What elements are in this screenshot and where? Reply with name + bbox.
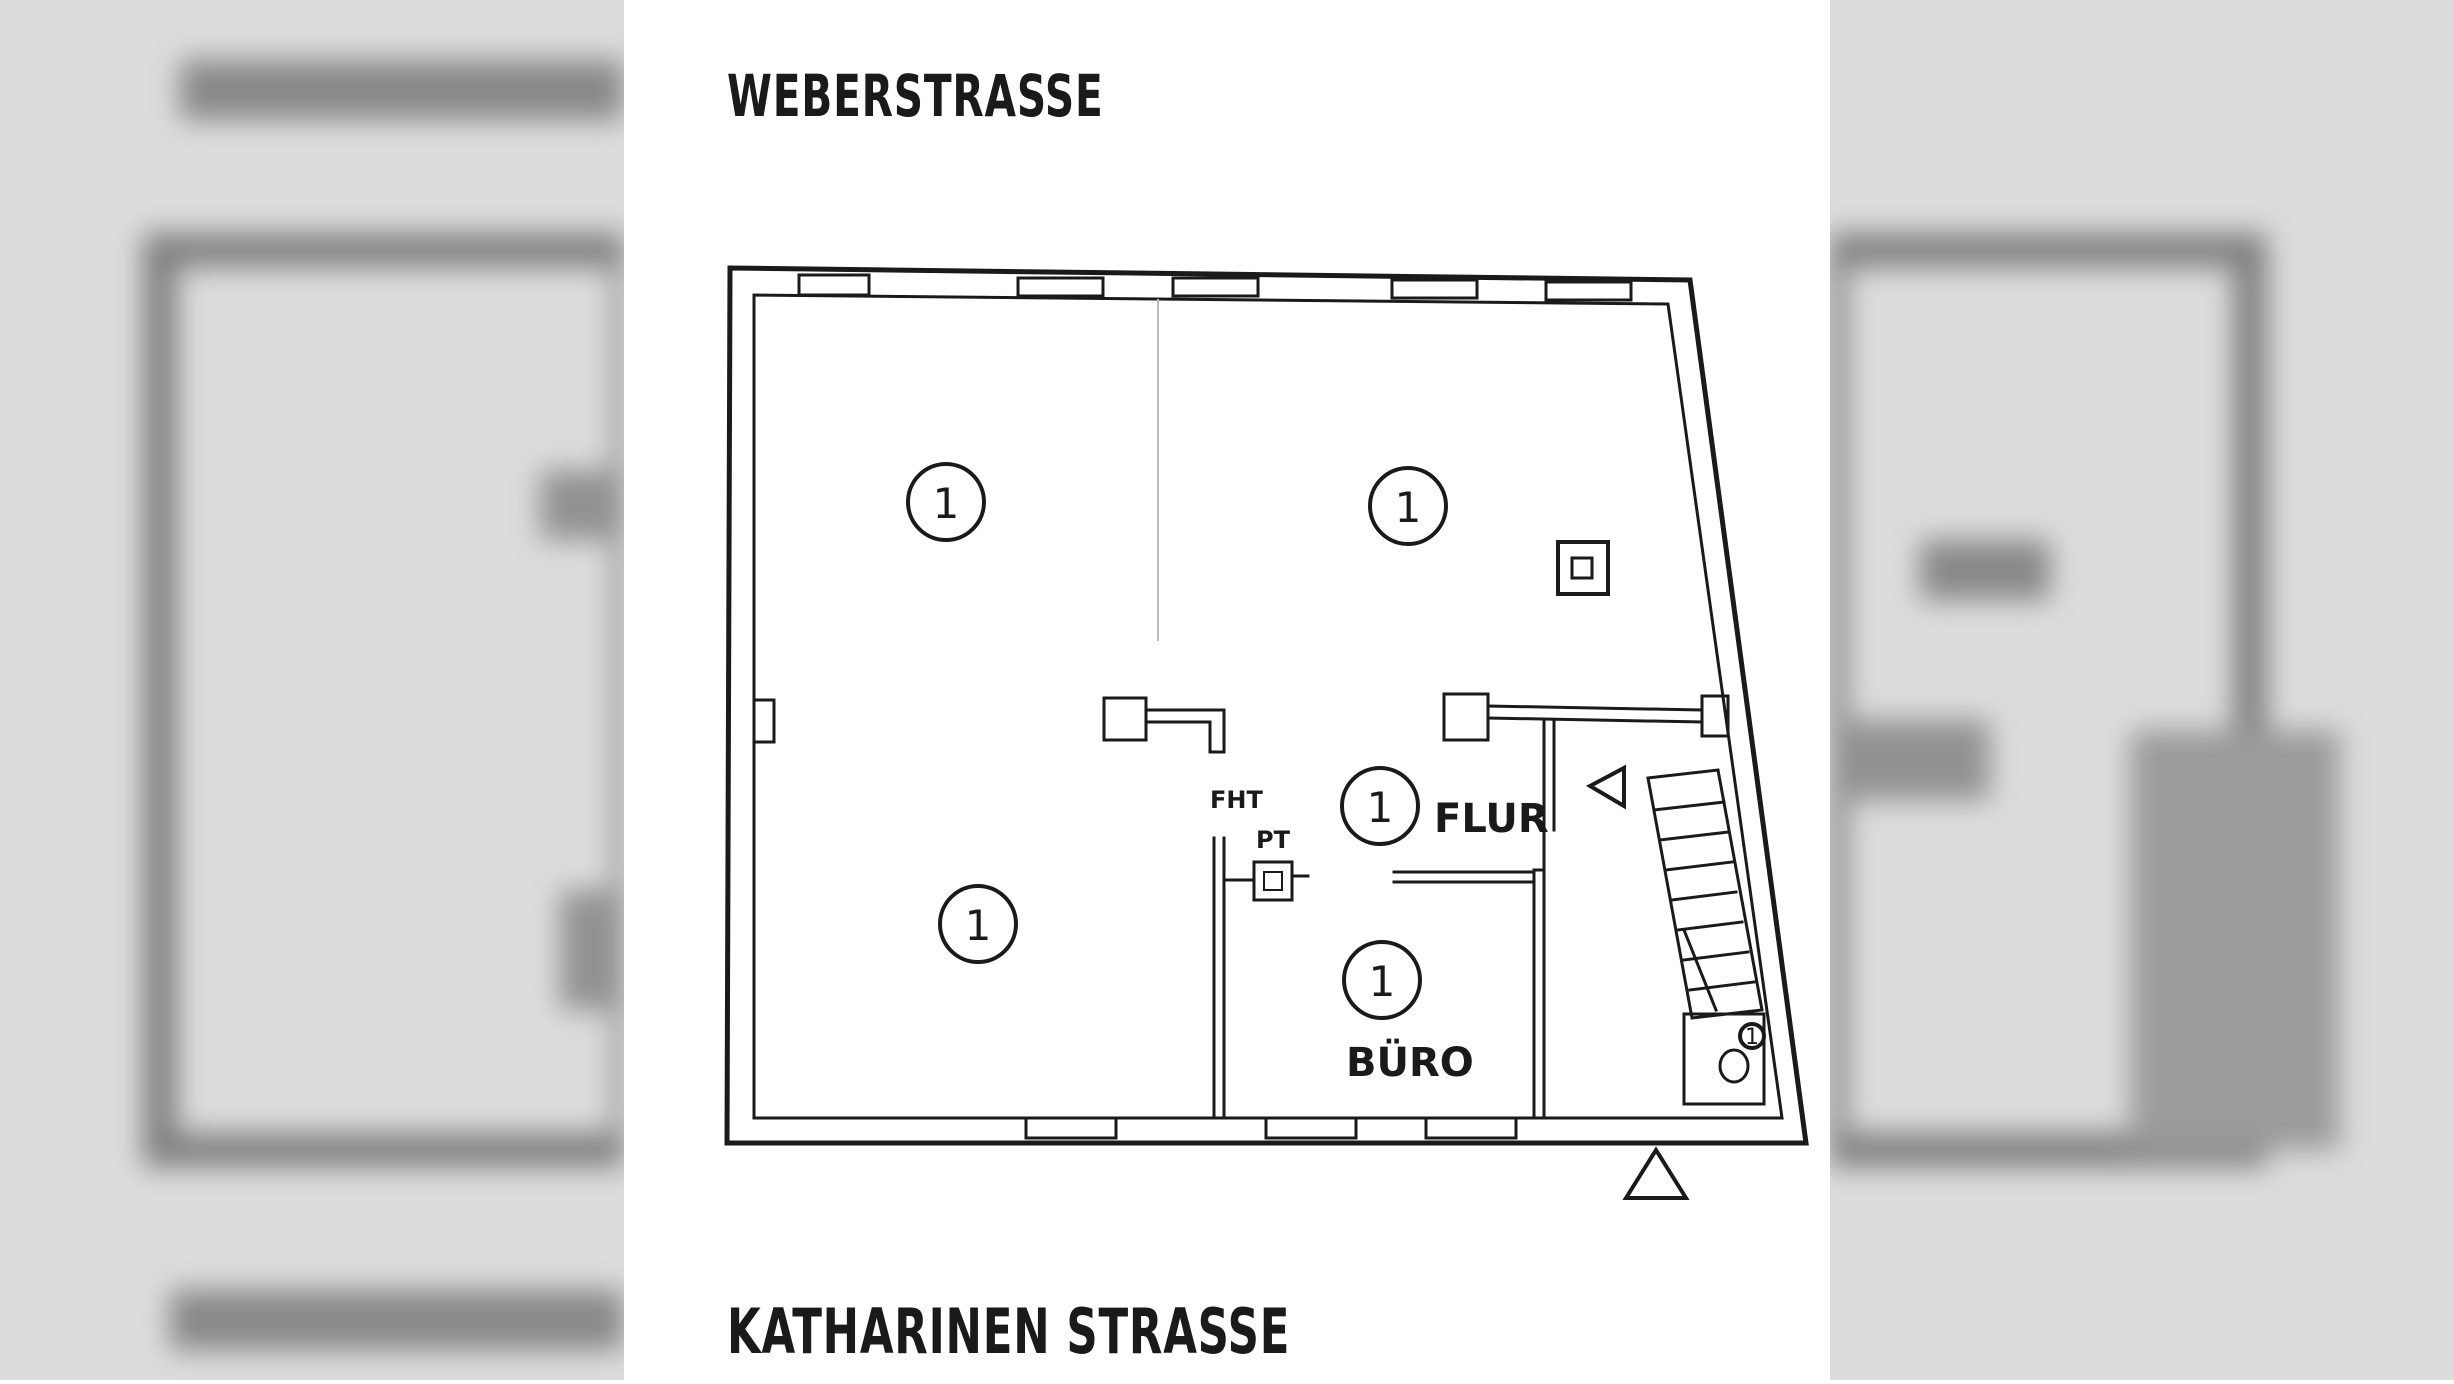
floor-plan-panel: WEBERSTRASSE xyxy=(624,0,1830,1380)
street-label-bottom: KATHARINEN STRASSE xyxy=(727,1295,1291,1368)
street-label-top: WEBERSTRASSE xyxy=(727,62,1104,130)
buero-label: BÜRO xyxy=(1346,1038,1474,1086)
room-number-top-right: 1 xyxy=(1395,483,1422,532)
stair-wall xyxy=(1542,720,1556,1120)
room-number-top-left: 1 xyxy=(933,479,960,528)
partition-left xyxy=(1212,836,1226,1120)
floor-plan-drawing: 1 1 1 1 1 1 FLUR BÜRO FHT PT xyxy=(724,265,1809,1200)
blurred-backdrop-right xyxy=(1830,0,2454,1380)
fht-label: FHT xyxy=(1210,786,1263,814)
room-number-wc: 1 xyxy=(1745,1025,1759,1050)
room-number-flur: 1 xyxy=(1367,783,1394,832)
room-number-buero: 1 xyxy=(1369,957,1396,1006)
inner-wall xyxy=(752,293,1784,1120)
staircase xyxy=(1646,768,1764,1020)
flur-label: FLUR xyxy=(1434,796,1549,842)
main-entrance-triangle-icon xyxy=(1622,1146,1690,1200)
room-number-bottom-left: 1 xyxy=(965,901,992,950)
pt-label: PT xyxy=(1256,826,1291,854)
toilet-icon xyxy=(1718,1048,1750,1084)
shaft-square xyxy=(1556,540,1610,596)
windows-bottom xyxy=(1024,1116,1518,1140)
flur-wall xyxy=(1392,870,1536,884)
windows-top xyxy=(797,273,1633,302)
blurred-backdrop-left xyxy=(0,0,624,1380)
outer-wall xyxy=(724,265,1809,1146)
entrance-arrow-icon xyxy=(1585,764,1626,810)
